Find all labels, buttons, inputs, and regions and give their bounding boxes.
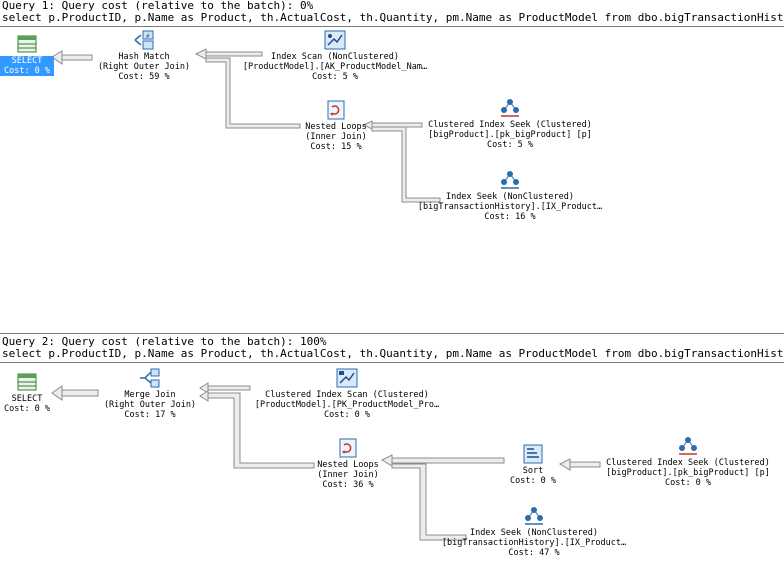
q1-index-scan-node[interactable]: Index Scan (NonClustered) [ProductModel]… [240, 30, 430, 82]
q1-select-cost: Cost: 0 % [0, 66, 54, 76]
q1-index-seek-detail: [bigTransactionHistory].[IX_Product… [417, 202, 603, 212]
q2-sort-label: Sort [522, 466, 544, 476]
q2-arrowhead-mergejoin-top [199, 382, 209, 394]
q2-index-seek-detail: [bigTransactionHistory].[IX_Product… [441, 538, 627, 548]
q2-merge-join-detail: (Right Outer Join) [103, 400, 197, 410]
query2-header: Query 2: Query cost (relative to the bat… [0, 336, 784, 362]
q2-select-node[interactable]: SELECT Cost: 0 % [0, 372, 54, 414]
query2-title: Query 2: Query cost (relative to the bat… [2, 335, 327, 348]
q1-hash-match-detail: (Right Outer Join) [97, 62, 191, 72]
q2-index-seek-cost: Cost: 47 % [508, 548, 560, 558]
q2-arrow-clusteredseek-sort [569, 461, 601, 468]
select-icon [17, 35, 37, 53]
q2-arrow-clusteredscan-mergejoin [207, 385, 251, 391]
q2-nested-loops-label: Nested Loops [317, 460, 379, 470]
index-seek-icon [525, 507, 543, 525]
q2-arrow-mergejoin-select [61, 389, 99, 397]
q2-arrowhead-select [51, 385, 63, 401]
q1-index-seek-node[interactable]: Index Seek (NonClustered) [bigTransactio… [412, 170, 608, 222]
nested-loops-icon [327, 100, 345, 120]
q2-index-seek-node[interactable]: Index Seek (NonClustered) [bigTransactio… [436, 506, 632, 558]
q1-index-scan-detail: [ProductModel].[AK_ProductModel_Nam… [242, 62, 428, 72]
q1-nested-loops-label: Nested Loops [305, 122, 367, 132]
q2-clustered-seek-detail: [bigProduct].[pk_bigProduct] [p] [606, 468, 770, 478]
q2-merge-join-label: Merge Join [124, 390, 176, 400]
q2-clustered-seek-label: Clustered Index Seek (Clustered) [606, 458, 770, 468]
q2-merge-join-node[interactable]: Merge Join (Right Outer Join) Cost: 17 % [102, 368, 198, 420]
clustered-index-scan-icon [336, 368, 358, 388]
q1-hash-match-node[interactable]: # Hash Match (Right Outer Join) Cost: 59… [96, 30, 192, 82]
q1-nested-loops-cost: Cost: 15 % [310, 142, 362, 152]
q2-nested-loops-detail: (Inner Join) [317, 470, 379, 480]
q1-clustered-seek-node[interactable]: Clustered Index Seek (Clustered) [bigPro… [420, 98, 600, 150]
q2-sort-node[interactable]: Sort Cost: 0 % [506, 444, 560, 486]
q2-clustered-scan-label: Clustered Index Scan (Clustered) [265, 390, 429, 400]
clustered-index-seek-icon [679, 437, 697, 455]
query1-connectors [51, 48, 441, 203]
q1-arrowhead-select [51, 50, 63, 65]
q1-hash-match-cost: Cost: 59 % [118, 72, 170, 82]
q1-index-seek-label: Index Seek (NonClustered) [446, 192, 574, 202]
q2-select-label: SELECT [11, 394, 43, 404]
merge-join-icon [140, 368, 160, 388]
q2-clustered-seek-node[interactable]: Clustered Index Seek (Clustered) [bigPro… [600, 436, 776, 488]
query1-header: Query 1: Query cost (relative to the bat… [0, 0, 784, 26]
q1-clustered-seek-label: Clustered Index Seek (Clustered) [428, 120, 592, 130]
q2-index-seek-label: Index Seek (NonClustered) [470, 528, 598, 538]
q1-clustered-seek-cost: Cost: 5 % [486, 140, 534, 150]
query1-header-divider [0, 26, 784, 27]
nested-loops-icon [339, 438, 357, 458]
q1-select-node[interactable]: SELECT Cost: 0 % [0, 34, 54, 76]
q1-index-scan-cost: Cost: 5 % [311, 72, 359, 82]
q1-nested-loops-node[interactable]: Nested Loops (Inner Join) Cost: 15 % [288, 100, 384, 152]
index-seek-icon [501, 171, 519, 189]
q1-arrow-indexseek-nestedloops [371, 126, 441, 203]
query2-sql[interactable]: select p.ProductID, p.Name as Product, t… [2, 347, 784, 360]
q2-arrow-indexseek-nestedloops [391, 463, 467, 541]
query2-header-divider [0, 362, 784, 363]
q2-arrowhead-nestedloops-top [380, 454, 393, 467]
hash-match-icon: # [134, 30, 154, 50]
q2-nested-loops-cost: Cost: 36 % [322, 480, 374, 490]
q1-index-scan-label: Index Scan (NonClustered) [271, 52, 399, 62]
q2-arrowhead-mergejoin-bottom [199, 390, 209, 402]
query1-sql[interactable]: select p.ProductID, p.Name as Product, t… [2, 11, 784, 24]
q2-arrowhead-sort [558, 458, 571, 471]
q1-arrowhead-nestedloops-top [362, 120, 373, 130]
q2-clustered-scan-detail: [ProductModel].[PK_ProductModel_Pro… [254, 400, 440, 410]
q1-hash-match-label: Hash Match [118, 52, 170, 62]
q1-select-label: SELECT [0, 56, 54, 66]
q2-arrow-sort-nestedloops [391, 457, 505, 464]
query-separator [0, 333, 784, 334]
q2-clustered-seek-cost: Cost: 0 % [664, 478, 712, 488]
q1-arrowhead-hashmatch-top [194, 48, 207, 60]
q2-clustered-scan-cost: Cost: 0 % [323, 410, 371, 420]
query1-title: Query 1: Query cost (relative to the bat… [2, 0, 314, 12]
q1-nested-loops-detail: (Inner Join) [305, 132, 367, 142]
index-scan-icon [324, 30, 346, 50]
select-icon [17, 373, 37, 391]
q2-merge-join-cost: Cost: 17 % [124, 410, 176, 420]
q2-sort-cost: Cost: 0 % [509, 476, 557, 486]
q2-clustered-scan-node[interactable]: Clustered Index Scan (Clustered) [Produc… [252, 368, 442, 420]
q2-nested-loops-node[interactable]: Nested Loops (Inner Join) Cost: 36 % [300, 438, 396, 490]
clustered-index-seek-icon [501, 99, 519, 117]
svg-text:#: # [146, 33, 150, 40]
sort-icon [523, 444, 543, 464]
q1-index-seek-cost: Cost: 16 % [484, 212, 536, 222]
q2-select-cost: Cost: 0 % [3, 404, 51, 414]
q1-arrow-nestedloops-hashmatch [205, 57, 301, 129]
q1-clustered-seek-detail: [bigProduct].[pk_bigProduct] [p] [428, 130, 592, 140]
